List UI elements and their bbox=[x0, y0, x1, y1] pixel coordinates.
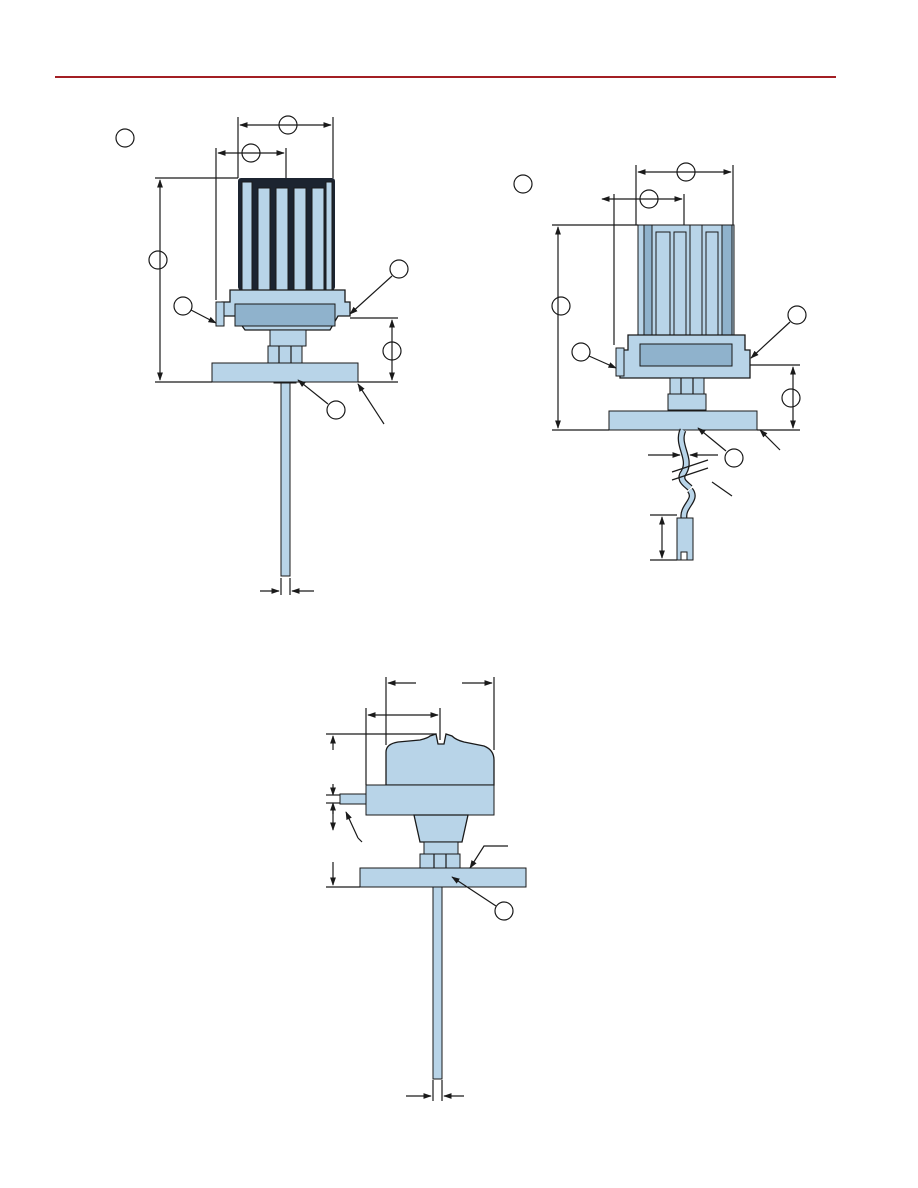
figure-a-dim-circle-1 bbox=[278, 115, 298, 135]
figure-a-callout-circle-7 bbox=[326, 400, 346, 420]
figure-b-dim-circle-1 bbox=[676, 162, 696, 182]
figure-a-callout-circle-6 bbox=[389, 259, 409, 279]
figure-a-callout-circle-5 bbox=[173, 296, 193, 316]
figure-c-flange bbox=[359, 867, 527, 888]
figure-b-dim-circle-3 bbox=[551, 296, 571, 316]
figure-b-callout-circle-7 bbox=[724, 448, 744, 468]
figure-a-dim-circle-4 bbox=[382, 341, 402, 361]
figure-b-finned-housing bbox=[615, 224, 751, 379]
figure-a-dim-circle-3 bbox=[148, 250, 168, 270]
figure-a-dim-circle-2 bbox=[241, 143, 261, 163]
figure-b bbox=[513, 162, 807, 561]
figure-b-dim-circle-4 bbox=[781, 388, 801, 408]
figure-b-callout-circle-6 bbox=[787, 305, 807, 325]
figure-b-flange bbox=[608, 410, 758, 431]
figure-a-flange bbox=[211, 362, 359, 383]
figure-a bbox=[115, 115, 409, 595]
figure-c-probe bbox=[432, 886, 443, 1080]
figure-b-cable bbox=[671, 428, 709, 561]
figure-b-callout-circle-5 bbox=[571, 342, 591, 362]
figure-b-label-circle bbox=[513, 174, 533, 194]
figure-c-callout-circle-1 bbox=[494, 901, 514, 921]
figure-c-housing bbox=[339, 733, 495, 843]
figure-a-label-circle bbox=[115, 128, 135, 148]
figure-c bbox=[326, 677, 527, 1101]
figure-b-dim-circle-2 bbox=[639, 189, 659, 209]
figure-a-probe bbox=[280, 382, 291, 577]
figure-a-finned-housing bbox=[215, 178, 351, 347]
